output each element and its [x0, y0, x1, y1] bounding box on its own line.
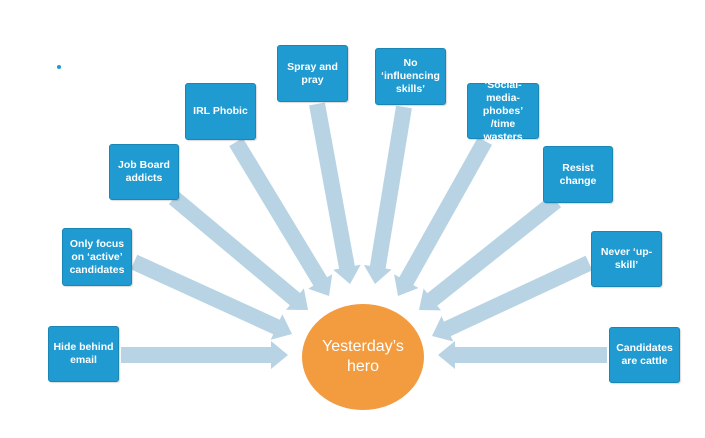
arrow-from-only-focus-active: [130, 254, 292, 340]
node-only-focus-active: Only focus on ‘active’ candidates: [62, 228, 132, 286]
center-hero-label: Yesterday’s hero: [322, 338, 404, 375]
arrow-from-candidates-are-cattle: [438, 341, 607, 369]
arrow-from-never-up-skill: [432, 255, 593, 342]
node-social-media-phobes: ‘Social-media-phobes’ /time wasters: [467, 79, 539, 143]
node-spray-and-pray: Spray and pray: [277, 45, 348, 102]
node-never-up-skill: Never ‘up-skill’: [591, 231, 662, 287]
node-hide-behind-email: Hide behind email: [48, 326, 119, 382]
node-job-board-addicts: Job Board addicts: [109, 144, 179, 200]
arrow-from-irl-phobic: [229, 137, 333, 296]
node-irl-phobic: IRL Phobic: [185, 83, 256, 140]
arrow-from-job-board-addicts: [168, 191, 308, 310]
center-hero-circle: Yesterday’s hero: [302, 304, 424, 410]
node-candidates-are-cattle: Candidates are cattle: [609, 327, 680, 383]
arrow-from-social-media-phobes: [394, 137, 492, 296]
arrow-from-resist-change: [419, 194, 561, 311]
arrow-from-spray-and-pray: [309, 102, 361, 284]
node-resist-change: Resist change: [543, 146, 613, 203]
bullet-dot: [57, 65, 61, 69]
arrow-from-no-influencing-skills: [363, 105, 412, 284]
arrow-from-hide-behind-email: [121, 341, 288, 369]
node-no-influencing-skills: No ‘influencing skills’: [375, 48, 446, 105]
